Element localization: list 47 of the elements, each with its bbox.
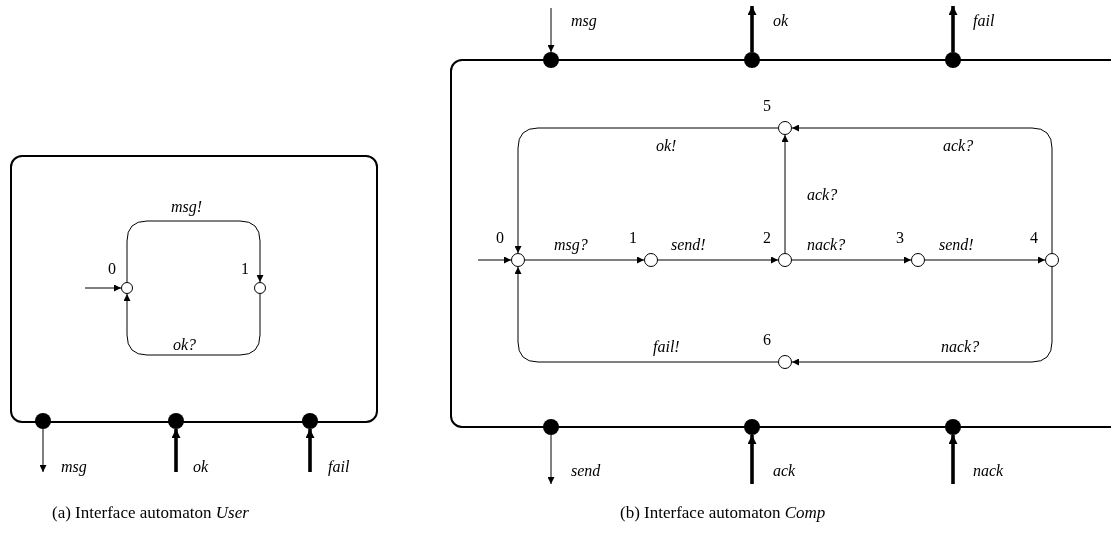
state-number: 6 (763, 332, 771, 348)
edge-label: fail (972, 12, 996, 30)
port-dot (744, 52, 760, 68)
arrow (791, 124, 1053, 254)
state-number: 1 (629, 230, 637, 246)
state-number: 5 (763, 98, 771, 114)
port-dot (744, 419, 760, 435)
arrow (84, 284, 122, 292)
arrow (524, 256, 645, 264)
edge-label: msg? (553, 236, 589, 254)
state-number: 1 (241, 261, 249, 277)
arrow (305, 429, 315, 472)
port-dot (168, 413, 184, 429)
figure-caption: (a) Interface automaton User (52, 503, 249, 523)
state-number: 4 (1030, 230, 1038, 246)
arrow (39, 428, 47, 473)
edge-label: msg! (170, 198, 204, 216)
arrow (948, 6, 958, 52)
state-number: 0 (496, 230, 504, 246)
arrow (171, 429, 181, 472)
arrow (514, 127, 779, 254)
port-dot (945, 52, 961, 68)
state-number: 0 (108, 261, 116, 277)
port-dot (543, 52, 559, 68)
arrow (547, 7, 555, 53)
arrow (948, 435, 958, 484)
port-dot (302, 413, 318, 429)
arrow (477, 256, 512, 264)
figure-caption: (b) Interface automaton Comp (620, 503, 826, 523)
arrow (924, 256, 1046, 264)
arrow (514, 266, 779, 363)
arrow (547, 434, 555, 485)
edge-label: fail! (652, 338, 681, 356)
arrow (657, 256, 779, 264)
arrow (791, 266, 1053, 366)
state-number: 3 (896, 230, 904, 246)
state-number: 2 (763, 230, 771, 246)
arrow (747, 6, 757, 52)
port-dot (543, 419, 559, 435)
port-dot (35, 413, 51, 429)
edge-label: fail (327, 458, 351, 476)
arrow (123, 293, 261, 356)
arrow (781, 134, 789, 254)
arrow (791, 256, 912, 264)
arrow (126, 220, 264, 283)
port-dot (945, 419, 961, 435)
arrow (747, 435, 757, 484)
